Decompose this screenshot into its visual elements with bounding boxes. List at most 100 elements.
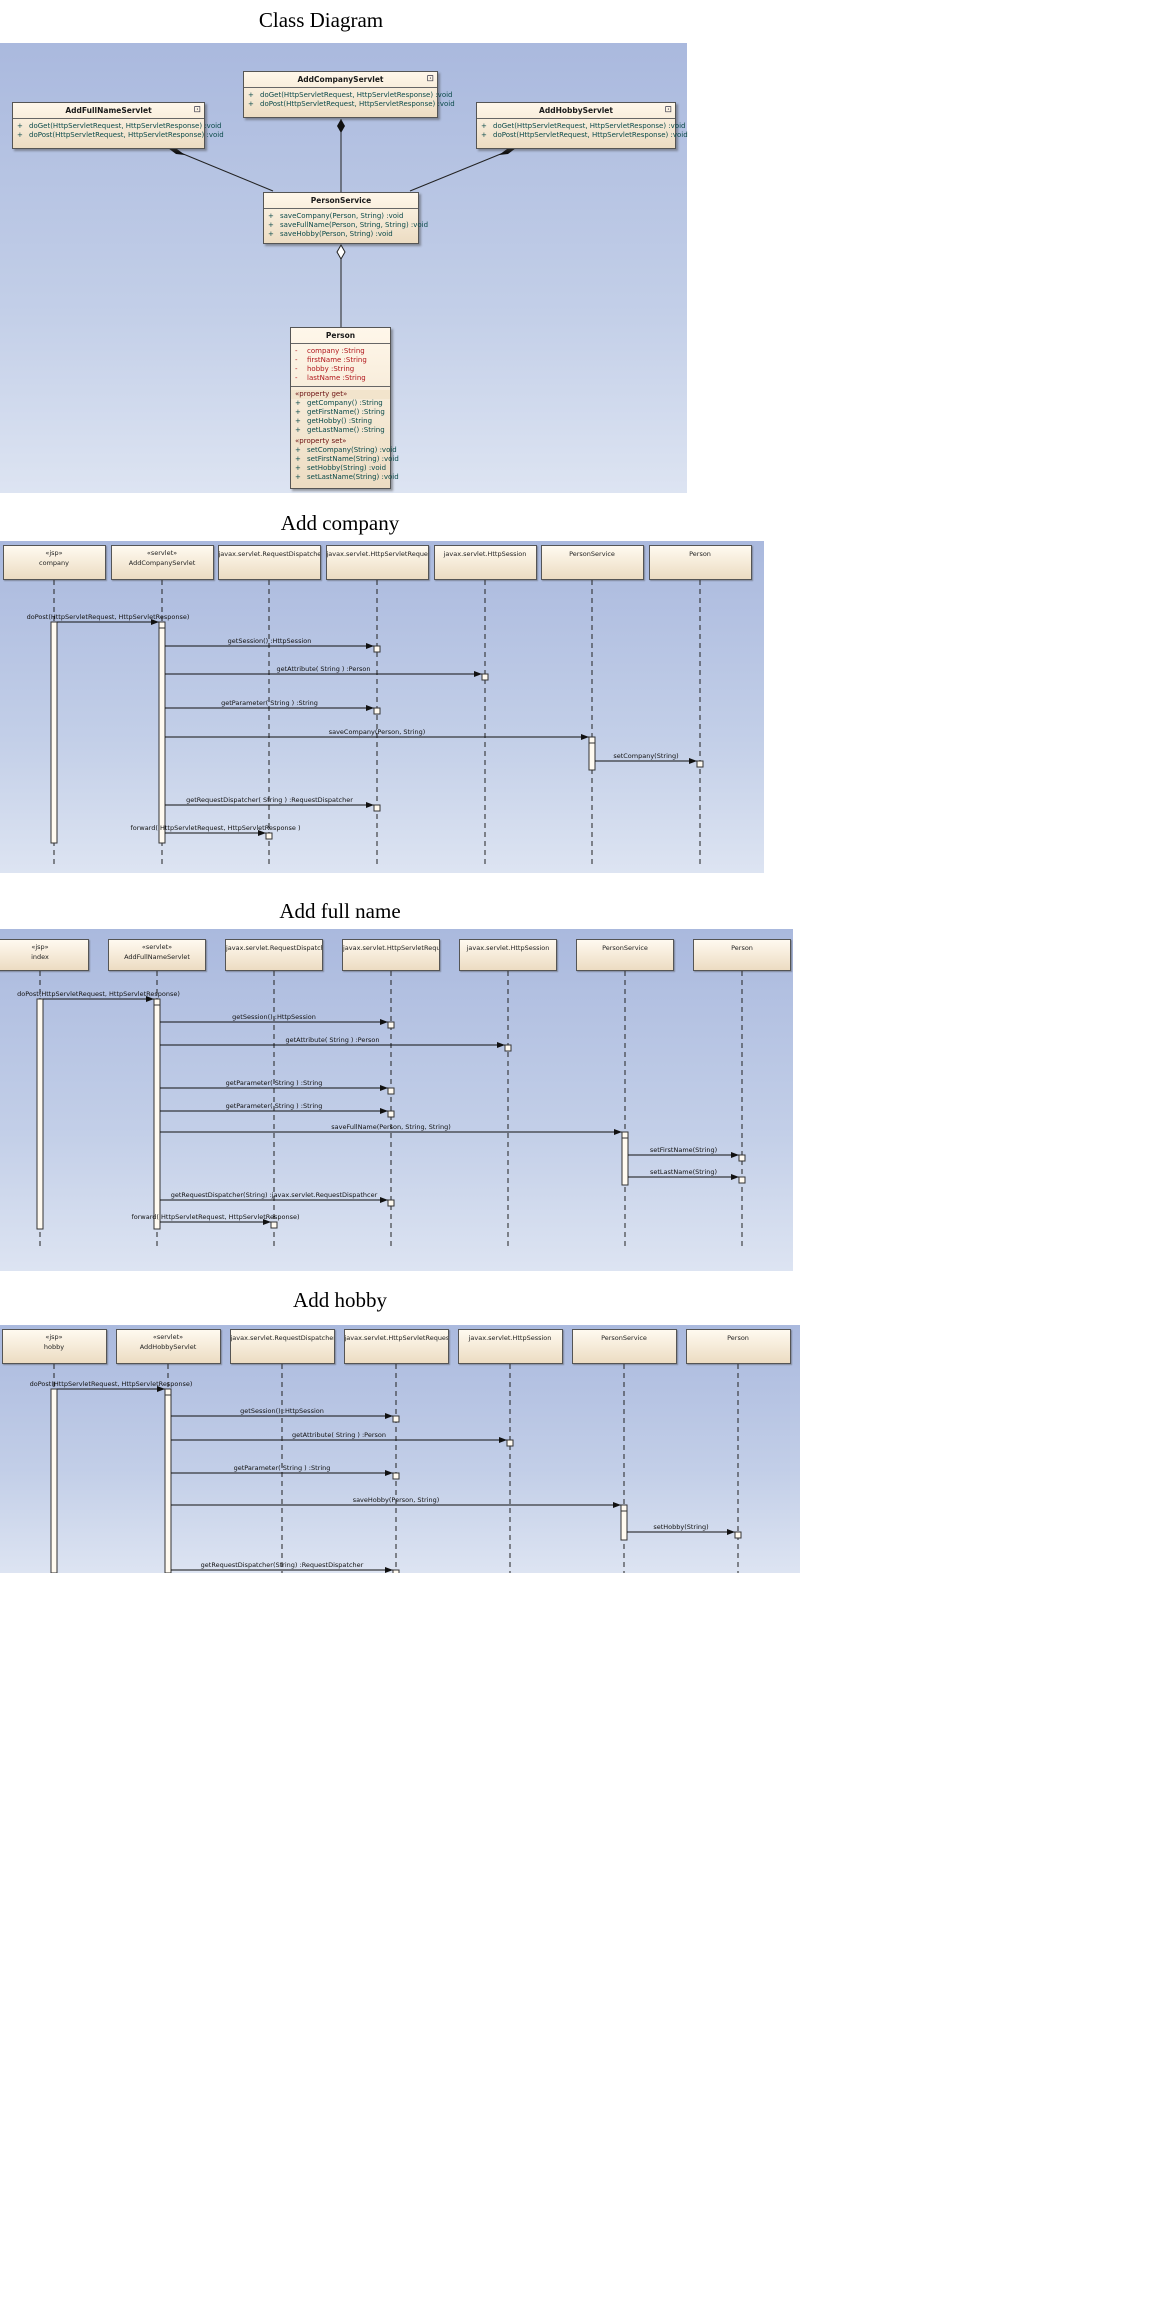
composition-diamond-addhobby [499, 148, 516, 155]
class-icon: ⊡ [426, 74, 434, 84]
message-label: getRequestDispatcher(String) :RequestDis… [201, 1561, 364, 1569]
message-label: forward( HttpServletRequest, HttpServlet… [130, 824, 300, 832]
arrow-head [731, 1152, 739, 1158]
message-label: doPost(HttpServletRequest, HttpServletRe… [30, 1380, 193, 1388]
lifeline-name: javax.servlet.RequestDispatcher [230, 1334, 335, 1342]
operation-row: +getHobby() :String [295, 417, 373, 425]
lifeline-fullname-0: «jsp»index [0, 939, 89, 971]
message-label: setCompany(String) [613, 752, 678, 760]
arrow-head [581, 734, 589, 740]
getter-group: «property get» [291, 390, 390, 399]
arrow-head [385, 1567, 393, 1573]
lifeline-name: PersonService [569, 550, 615, 558]
lifeline-fullname-4: javax.servlet.HttpSession [459, 939, 557, 971]
operation-row: +doPost(HttpServletRequest, HttpServletR… [17, 131, 224, 139]
lifeline-name: index [31, 953, 49, 961]
message-label: getSession() :HttpSession [232, 1013, 316, 1021]
class-name: AddCompanyServlet [244, 72, 437, 88]
attribute-row: -firstName :String [295, 356, 367, 364]
operation-row: +saveHobby(Person, String) :void [268, 230, 393, 238]
message-label: saveFullName(Person, String, String) [331, 1123, 450, 1131]
lifeline-company-4: javax.servlet.HttpSession [433, 545, 537, 580]
message-label: getParameter( String ) :String [221, 699, 318, 707]
arrow-head [613, 1502, 621, 1508]
class-operations: +doGet(HttpServletRequest, HttpServletRe… [244, 88, 455, 112]
operation-row: +doPost(HttpServletRequest, HttpServletR… [481, 131, 688, 139]
class-icon: ⊡ [664, 105, 672, 115]
arrow-head [258, 830, 266, 836]
composition-line-addfullname [175, 150, 274, 192]
arrow-head [731, 1174, 739, 1180]
lifeline-hobby-2: javax.servlet.RequestDispatcher [229, 1329, 335, 1364]
arrow-head [689, 758, 697, 764]
class-members: -company :String -firstName :String -hob… [291, 344, 399, 485]
execution-box [696, 760, 704, 768]
lifeline-name: javax.servlet.HttpServletRequest [344, 1334, 449, 1342]
lifeline-stereotype: «servlet» [141, 943, 173, 951]
execution-box [392, 1569, 400, 1573]
execution-box [387, 1087, 395, 1095]
class-operations: +doGet(HttpServletRequest, HttpServletRe… [13, 119, 224, 143]
lifeline-company-5: PersonService [540, 545, 644, 580]
execution-box [481, 673, 489, 681]
lifeline-name: hobby [43, 1343, 65, 1351]
message-label: setLastName(String) [650, 1168, 717, 1176]
sequence-panel-company [0, 541, 764, 873]
lifeline-name: Person [689, 550, 711, 558]
message-label: saveHobby(Person, String) [353, 1496, 440, 1504]
class-name: AddFullNameServlet [13, 103, 204, 119]
lifeline-name: javax.servlet.HttpSession [468, 1334, 552, 1342]
message-label: getRequestDispatcher(String) :javax.serv… [171, 1191, 378, 1199]
lifeline-company-3: javax.servlet.HttpServletRequest [325, 545, 429, 580]
arrow-head [366, 802, 374, 808]
execution-box [387, 1110, 395, 1118]
stereotype-label: «property get» [295, 390, 348, 398]
lifeline-name: PersonService [601, 1334, 647, 1342]
diagram-page: Class Diagram AddCompanyServlet ⊡ +doGet… [0, 0, 800, 1573]
class-diagram-title: Class Diagram [258, 8, 384, 32]
lifeline-name: Person [731, 944, 753, 952]
arrow-head [614, 1129, 622, 1135]
execution-box [373, 804, 381, 812]
lifeline-name: javax.servlet.HttpSession [443, 550, 527, 558]
lifeline-hobby-0: «jsp»hobby [1, 1329, 107, 1364]
execution-box [506, 1439, 514, 1447]
message-label: doPost(HttpServletRequest, HttpServletRe… [17, 990, 180, 998]
stereotype-label: «property set» [295, 437, 347, 445]
execution-box [392, 1472, 400, 1480]
lifeline-hobby-5: PersonService [571, 1329, 677, 1364]
operation-row: +saveCompany(Person, String) :void [268, 212, 404, 220]
lifeline-fullname-2: javax.servlet.RequestDispatcher [225, 939, 323, 971]
class-relations [168, 119, 516, 327]
execution-box [158, 621, 166, 629]
operation-row: +doPost(HttpServletRequest, HttpServletR… [248, 100, 455, 108]
lifeline-hobby-6: Person [685, 1329, 791, 1364]
class-addhobbyservlet: AddHobbyServlet ⊡ +doGet(HttpServletRequ… [476, 102, 688, 149]
lifeline-stereotype: «jsp» [45, 549, 63, 557]
activation-bar [164, 1388, 172, 1573]
lifeline-name: javax.servlet.HttpServletRequest [326, 550, 429, 558]
sequence-panel-fullname [0, 929, 793, 1271]
sequence-canvas-fullname: doPost(HttpServletRequest, HttpServletRe… [17, 971, 746, 1248]
class-operations: +saveCompany(Person, String) :void +save… [264, 209, 428, 242]
lifeline-name: Person [727, 1334, 749, 1342]
attribute-row: -lastName :String [295, 374, 366, 382]
lifeline-hobby-4: javax.servlet.HttpSession [457, 1329, 563, 1364]
arrow-head [474, 671, 482, 677]
execution-box [738, 1176, 746, 1184]
sequence-title-fullname: Add full name [279, 899, 401, 923]
operation-row: +getFirstName() :String [295, 408, 385, 416]
arrow-head [497, 1042, 505, 1048]
message-label: doPost(HttpServletRequest, HttpServletRe… [27, 613, 190, 621]
operation-row: +setFirstName(String) :void [295, 455, 399, 463]
arrow-head [157, 1386, 165, 1392]
message-label: setFirstName(String) [650, 1146, 717, 1154]
execution-box [270, 1221, 278, 1229]
lifeline-name: javax.servlet.HttpServletRequest [343, 944, 440, 952]
lifeline-company-2: javax.servlet.RequestDispatcher [217, 545, 321, 580]
execution-box [504, 1044, 512, 1052]
message-label: getSession() :HttpSession [228, 637, 312, 645]
composition-diamond-addcompany [337, 119, 345, 133]
lifeline-stereotype: «servlet» [146, 549, 178, 557]
arrow-head [727, 1529, 735, 1535]
